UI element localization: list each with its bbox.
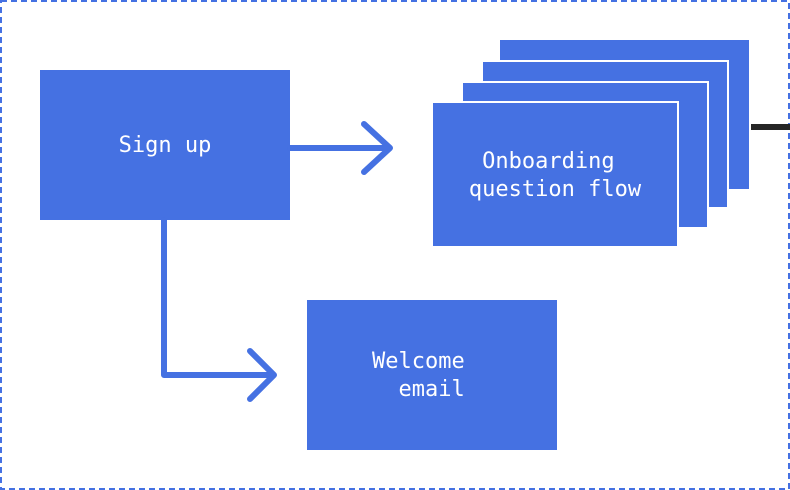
welcome-email-node	[307, 300, 557, 450]
arrow-signup-to-welcome	[161, 217, 277, 402]
arrow-signup-to-onboarding	[287, 121, 393, 175]
sign-up-label-line-1: Sign up	[119, 133, 212, 158]
onboarding-card-stack: Onboarding question flow	[431, 38, 751, 248]
sign-up-node-label: Sign up	[119, 133, 212, 158]
welcome-email-node-label: Welcome email	[372, 349, 478, 402]
onboarding-label-line-2: question flow	[469, 177, 642, 202]
sign-up-node	[40, 70, 290, 220]
welcome-label-line-2: email	[385, 377, 464, 402]
onboarding-question-flow-node	[431, 101, 679, 248]
onboarding-node-label: Onboarding question flow	[469, 149, 642, 202]
welcome-label-line-1: Welcome	[372, 349, 465, 374]
onboarding-label-line-1: Onboarding	[482, 149, 614, 174]
